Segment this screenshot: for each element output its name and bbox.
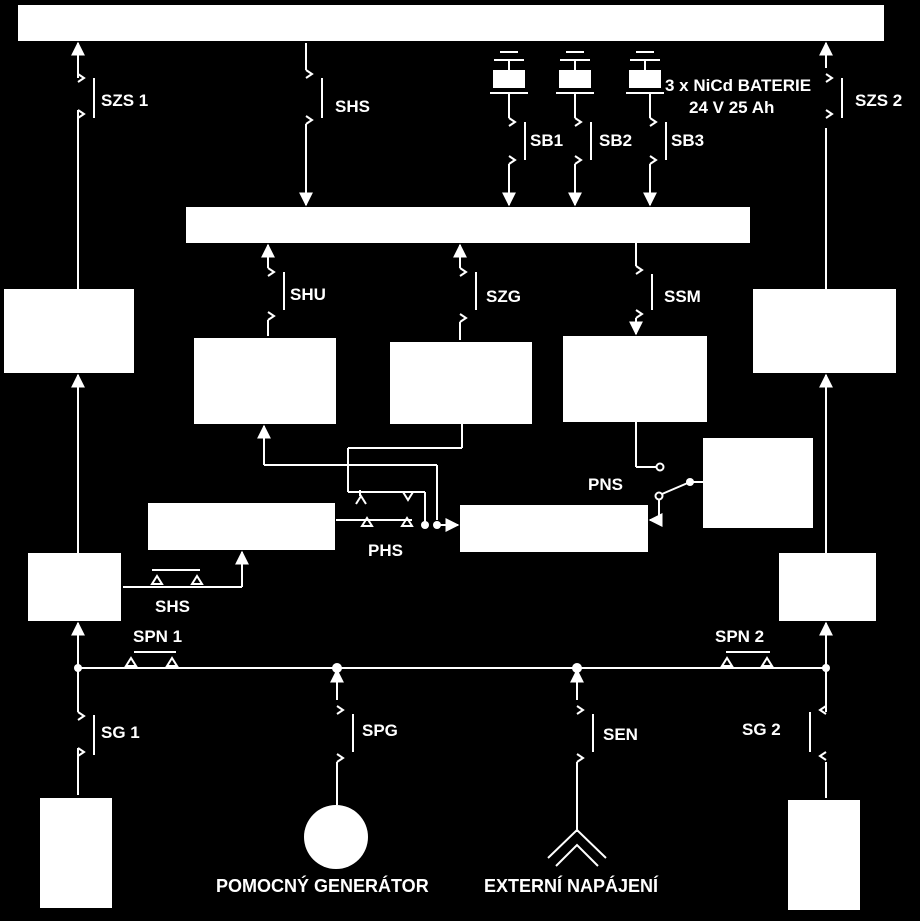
secondary-busbar xyxy=(186,207,750,243)
shs-unit xyxy=(148,503,335,550)
switch-sen xyxy=(570,668,594,832)
label-spg: SPG xyxy=(362,721,398,740)
label-ssm: SSM xyxy=(664,287,701,306)
pns-unit xyxy=(703,438,813,528)
shu-unit xyxy=(194,338,336,424)
left-upper-unit xyxy=(4,289,134,373)
label-spn2: SPN 2 xyxy=(715,627,764,646)
battery-3 xyxy=(626,51,667,207)
label-szs1: SZS 1 xyxy=(101,91,148,110)
phs-wiring xyxy=(257,424,463,532)
label-sb3: SB3 xyxy=(671,131,704,150)
switch-shs-lower xyxy=(123,550,249,588)
battery-1 xyxy=(490,51,528,207)
main-busbar xyxy=(18,5,884,41)
switch-pns xyxy=(635,422,703,527)
switch-szg xyxy=(453,243,477,340)
label-aux-generator: POMOCNÝ GENERÁTOR xyxy=(216,875,429,896)
label-sb2: SB2 xyxy=(599,131,632,150)
right-upper-unit xyxy=(753,289,896,373)
distribution-bus xyxy=(74,663,830,673)
label-shs-top: SHS xyxy=(335,97,370,116)
switch-sg2 xyxy=(809,705,827,761)
switch-ssm xyxy=(629,243,653,336)
label-pns: PNS xyxy=(588,475,623,494)
switch-spg xyxy=(330,668,354,805)
switch-sg1 xyxy=(77,711,95,762)
switch-spn1 xyxy=(124,651,179,667)
generator-2 xyxy=(788,800,860,910)
label-szs2: SZS 2 xyxy=(855,91,902,110)
switch-szs2 xyxy=(825,73,843,119)
ssm-unit xyxy=(563,336,707,422)
switch-spn2 xyxy=(720,651,774,667)
aux-generator xyxy=(304,805,368,869)
left-lower-unit xyxy=(28,553,121,621)
generator-1 xyxy=(40,798,112,908)
label-battery-line1: 3 x NiCd BATERIE xyxy=(665,76,811,95)
phs-unit xyxy=(460,505,648,552)
label-sg2: SG 2 xyxy=(742,720,781,739)
label-phs: PHS xyxy=(368,541,403,560)
right-lower-unit xyxy=(779,553,876,621)
label-battery-line2: 24 V 25 Ah xyxy=(689,98,774,117)
label-external-power: EXTERNÍ NAPÁJENÍ xyxy=(484,875,659,896)
label-spn1: SPN 1 xyxy=(133,627,182,646)
szg-unit xyxy=(390,342,532,424)
label-szg: SZG xyxy=(486,287,521,306)
label-sen: SEN xyxy=(603,725,638,744)
label-sg1: SG 1 xyxy=(101,723,140,742)
label-shu: SHU xyxy=(290,285,326,304)
external-power-connector xyxy=(547,828,607,867)
switch-shu xyxy=(261,243,285,336)
label-shs-lower: SHS xyxy=(155,597,190,616)
switch-shs-top xyxy=(299,43,323,207)
label-sb1: SB1 xyxy=(530,131,563,150)
switch-szs1 xyxy=(77,68,95,128)
battery-2 xyxy=(556,51,594,207)
